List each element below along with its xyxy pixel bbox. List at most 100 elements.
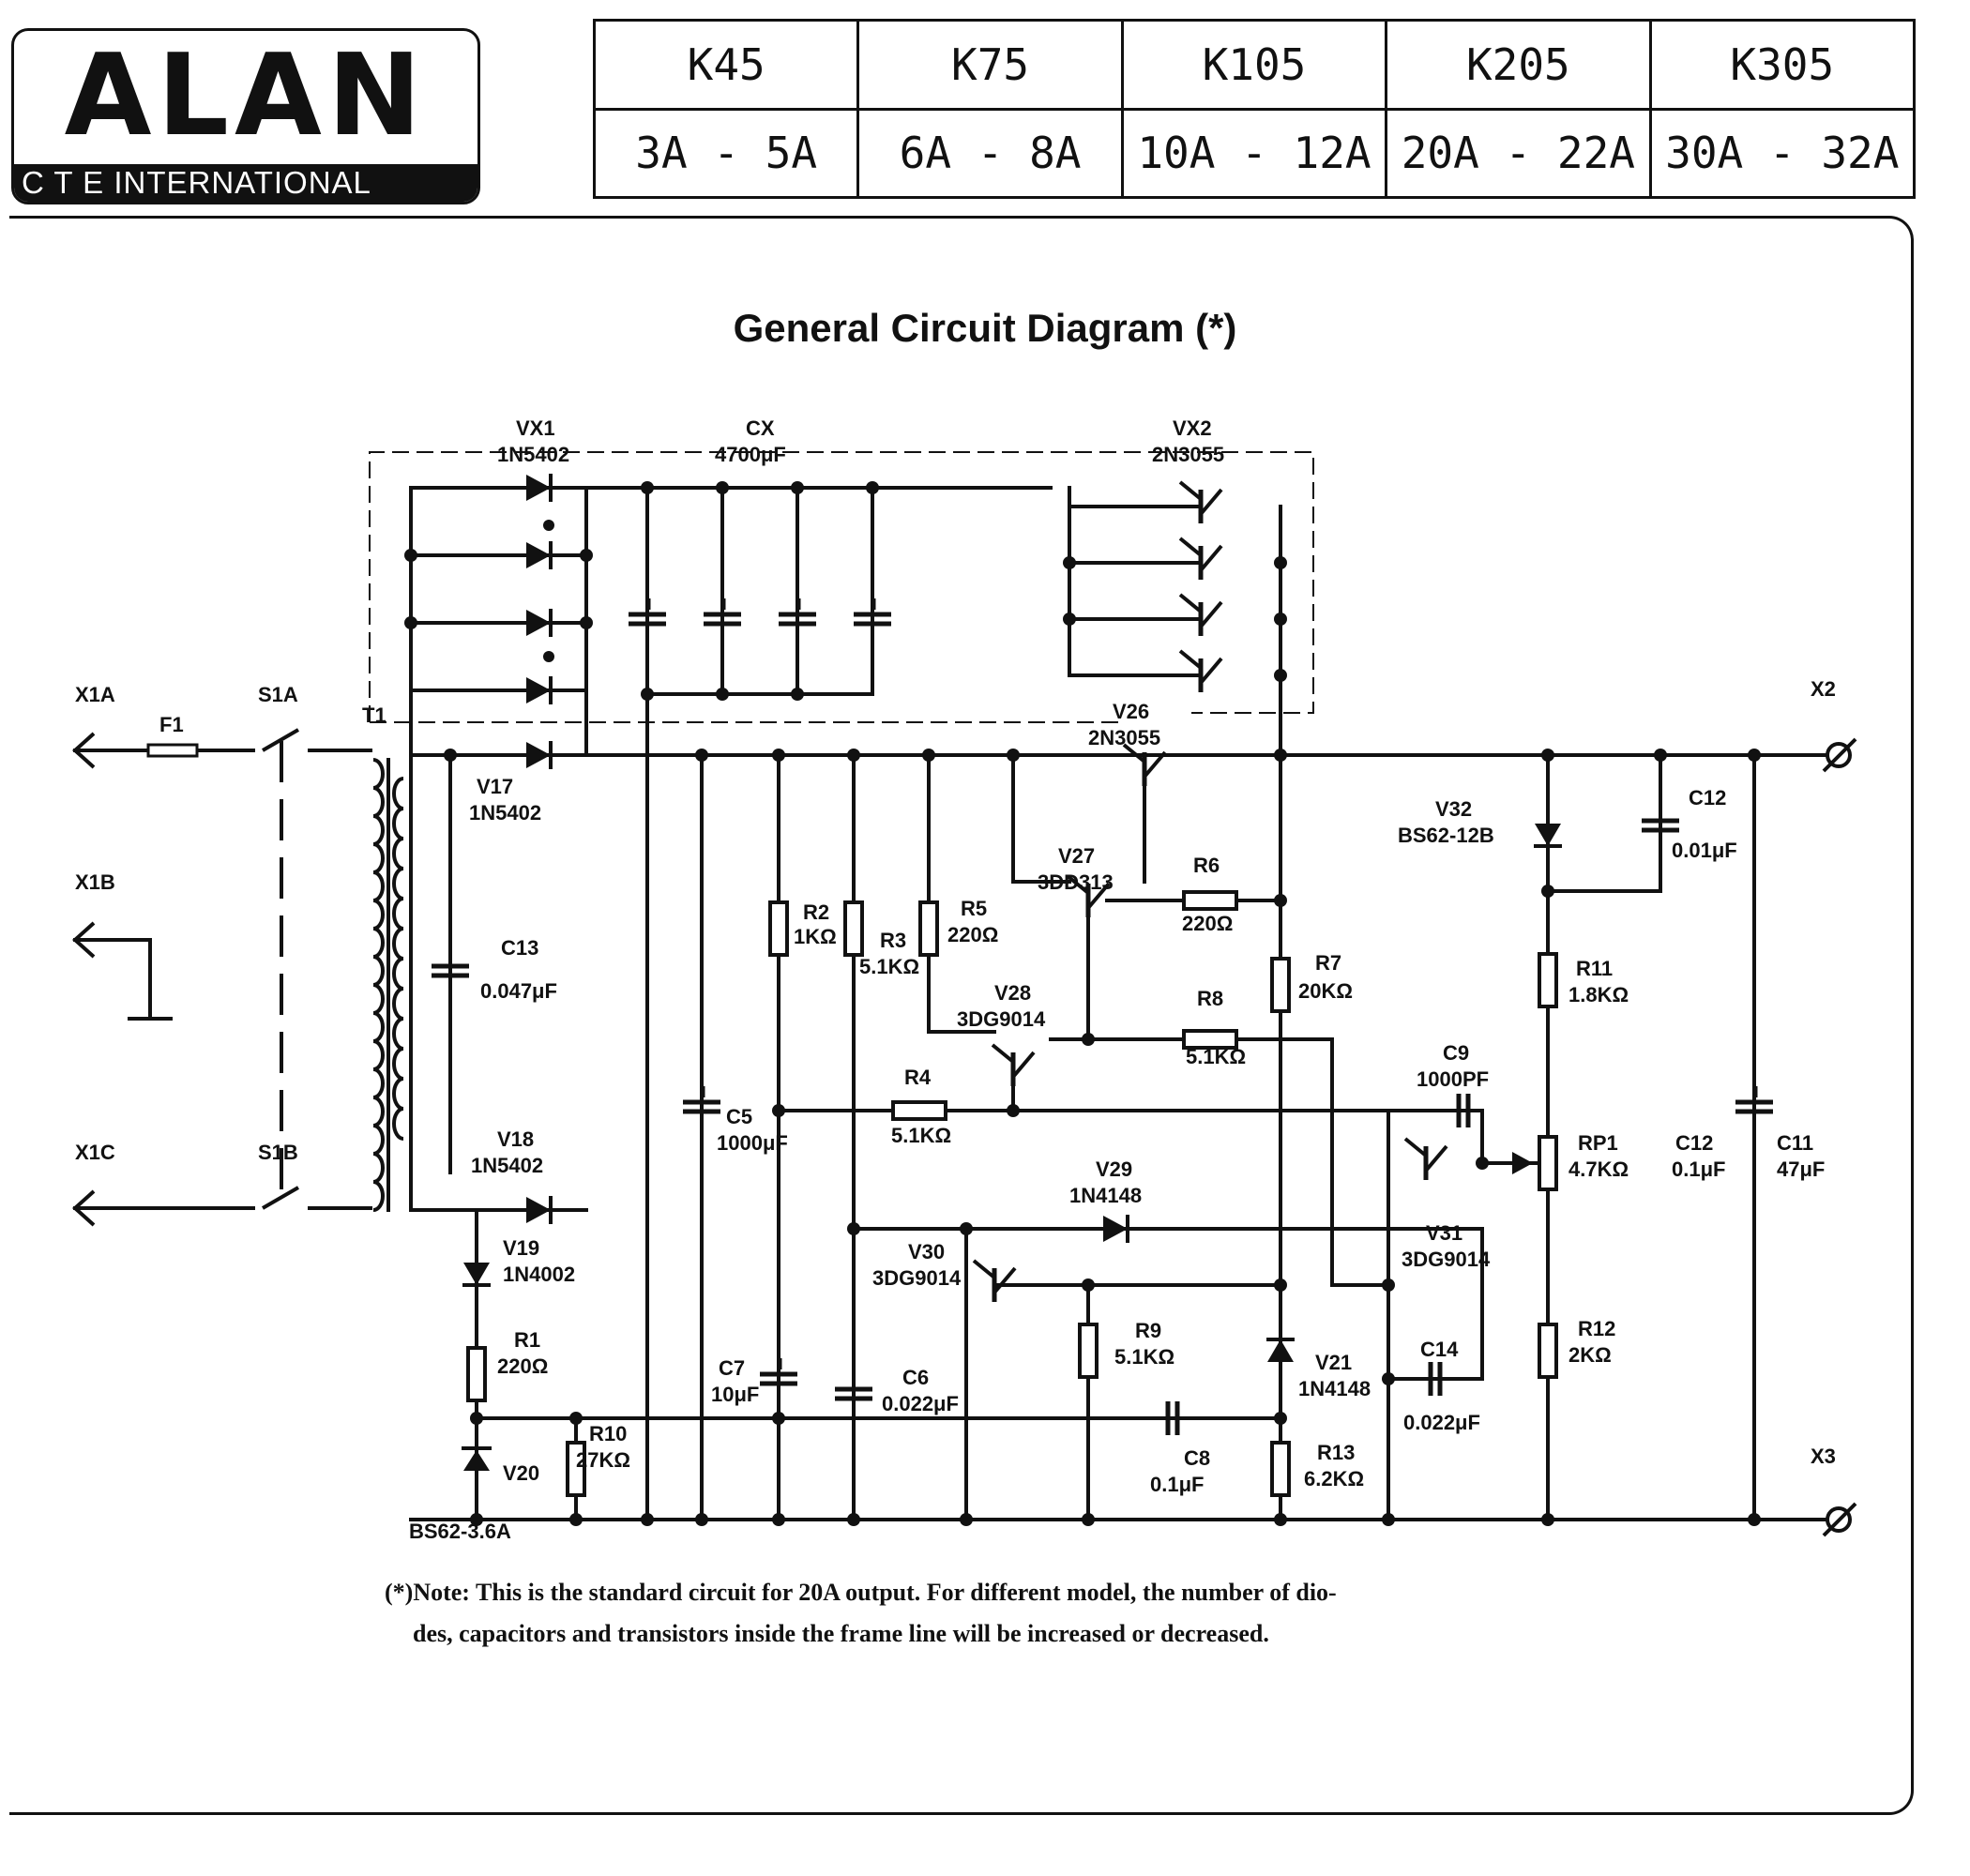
transistor-vx2: [1199, 600, 1223, 628]
arrow-x1a: [72, 732, 96, 769]
model-name: K305: [1648, 19, 1917, 111]
junction-dot: [1274, 556, 1287, 569]
diode-v29: [1103, 1216, 1128, 1242]
junction-dot: [444, 749, 457, 762]
model-name: K75: [856, 19, 1124, 111]
transistor-vx2: [1199, 544, 1223, 572]
value-v32: BS62-12B: [1398, 824, 1494, 847]
label-v20: V20: [503, 1461, 539, 1485]
label-v28: V28: [994, 981, 1031, 1005]
junction-dot: [1382, 1513, 1395, 1526]
transistor-v27: [1066, 874, 1090, 895]
value-c12-lower: 0.1μF: [1672, 1157, 1725, 1181]
label-c12-upper: C12: [1689, 786, 1726, 809]
model-range: 6A - 8A: [856, 107, 1124, 199]
junction-dot: [404, 616, 417, 629]
diode-v17: [526, 742, 551, 768]
label-f1: F1: [159, 713, 184, 736]
label-c12-lower: C12: [1675, 1131, 1713, 1155]
value-c6: 0.022μF: [882, 1392, 959, 1415]
value-c13: 0.047μF: [480, 979, 557, 1003]
junction-dot: [1654, 749, 1667, 762]
transistor-vx2: [1178, 649, 1203, 670]
junction-dot: [866, 481, 879, 494]
resistor-r1: [466, 1346, 487, 1402]
value-r11: 1.8KΩ: [1568, 983, 1629, 1006]
label-vx1: VX1: [516, 416, 555, 440]
junction-dot: [695, 1513, 708, 1526]
alan-logo: ALAN C T E INTERNATIONAL: [11, 28, 480, 204]
transformer-t1: [392, 1047, 404, 1081]
transformer-t1: [392, 987, 404, 1021]
transistor-vx2: [1178, 537, 1203, 557]
transistor-v30: [972, 1259, 996, 1279]
value-c9: 1000PF: [1417, 1067, 1489, 1091]
junction-dot: [772, 1513, 785, 1526]
label-x1c: X1C: [75, 1141, 115, 1164]
label-x3: X3: [1811, 1445, 1836, 1468]
label-v27: V27: [1058, 844, 1095, 868]
label-v30: V30: [908, 1240, 945, 1263]
label-r5: R5: [961, 897, 987, 920]
value-r8: 5.1KΩ: [1186, 1045, 1246, 1068]
junction-dot: [791, 481, 804, 494]
resistor-r13: [1270, 1441, 1291, 1497]
model-range: 30A - 32A: [1648, 107, 1917, 199]
junction-dot: [1541, 749, 1554, 762]
label-r13: R13: [1317, 1441, 1355, 1464]
switch-s1b: [261, 1186, 300, 1210]
junction-dot: [641, 481, 654, 494]
label-v29: V29: [1096, 1157, 1132, 1181]
junction-dot: [1007, 1104, 1020, 1117]
value-r6: 220Ω: [1182, 912, 1233, 935]
transformer-t1: [372, 1039, 385, 1071]
transformer-t1: [372, 842, 385, 874]
junction-dot: [1082, 1033, 1095, 1046]
diode-vx1: [526, 610, 551, 636]
label-c9: C9: [1443, 1041, 1469, 1065]
transistor-vx2: [1178, 480, 1203, 501]
label-vx2: VX2: [1173, 416, 1212, 440]
label-v32: V32: [1435, 797, 1472, 821]
junction-dot: [641, 1513, 654, 1526]
label-x2: X2: [1811, 677, 1836, 701]
arrow-x1b: [72, 921, 96, 959]
junction-dot: [1274, 749, 1287, 762]
value-c14: 0.022μF: [1403, 1411, 1480, 1434]
label-c14: C14: [1420, 1338, 1459, 1361]
transistor-v26: [1143, 750, 1167, 779]
diagram-frame: [9, 216, 1914, 1815]
value-r3: 5.1KΩ: [859, 955, 919, 978]
transformer-t1: [392, 1017, 404, 1051]
ellipsis-dot: [543, 651, 554, 662]
junction-dot: [1007, 749, 1020, 762]
junction-dot: [695, 749, 708, 762]
resistor-r5: [918, 900, 939, 957]
value-r5: 220Ω: [947, 923, 998, 946]
resistor-rp1: [1538, 1135, 1558, 1191]
model-range-row: 3A - 5A 6A - 8A 10A - 12A 20A - 22A 30A …: [592, 107, 1917, 199]
transformer-t1: [392, 957, 404, 991]
value-r7: 20KΩ: [1298, 979, 1353, 1003]
model-range: 10A - 12A: [1120, 107, 1388, 199]
label-c8: C8: [1184, 1446, 1210, 1470]
value-v30: 3DG9014: [872, 1266, 962, 1290]
transistor-v31: [1403, 1137, 1428, 1157]
label-c7: C7: [719, 1356, 745, 1380]
value-v20: BS62-3.6A: [409, 1520, 511, 1543]
label-r4: R4: [904, 1066, 932, 1089]
model-name: K105: [1120, 19, 1388, 111]
transformer-t1: [372, 758, 385, 790]
transformer-t1: [372, 983, 385, 1015]
transformer-t1: [372, 955, 385, 987]
label-cx: CX: [746, 416, 775, 440]
diode-vx1: [526, 542, 551, 568]
junction-dot: [580, 616, 593, 629]
junction-dot: [847, 1513, 860, 1526]
model-table: K45 K75 K105 K205 K305 3A - 5A 6A - 8A 1…: [592, 19, 1917, 199]
junction-dot: [1082, 1513, 1095, 1526]
value-v21: 1N4148: [1298, 1377, 1371, 1400]
junction-dot: [569, 1412, 583, 1425]
junction-dot: [716, 481, 729, 494]
label-r10: R10: [589, 1422, 627, 1445]
